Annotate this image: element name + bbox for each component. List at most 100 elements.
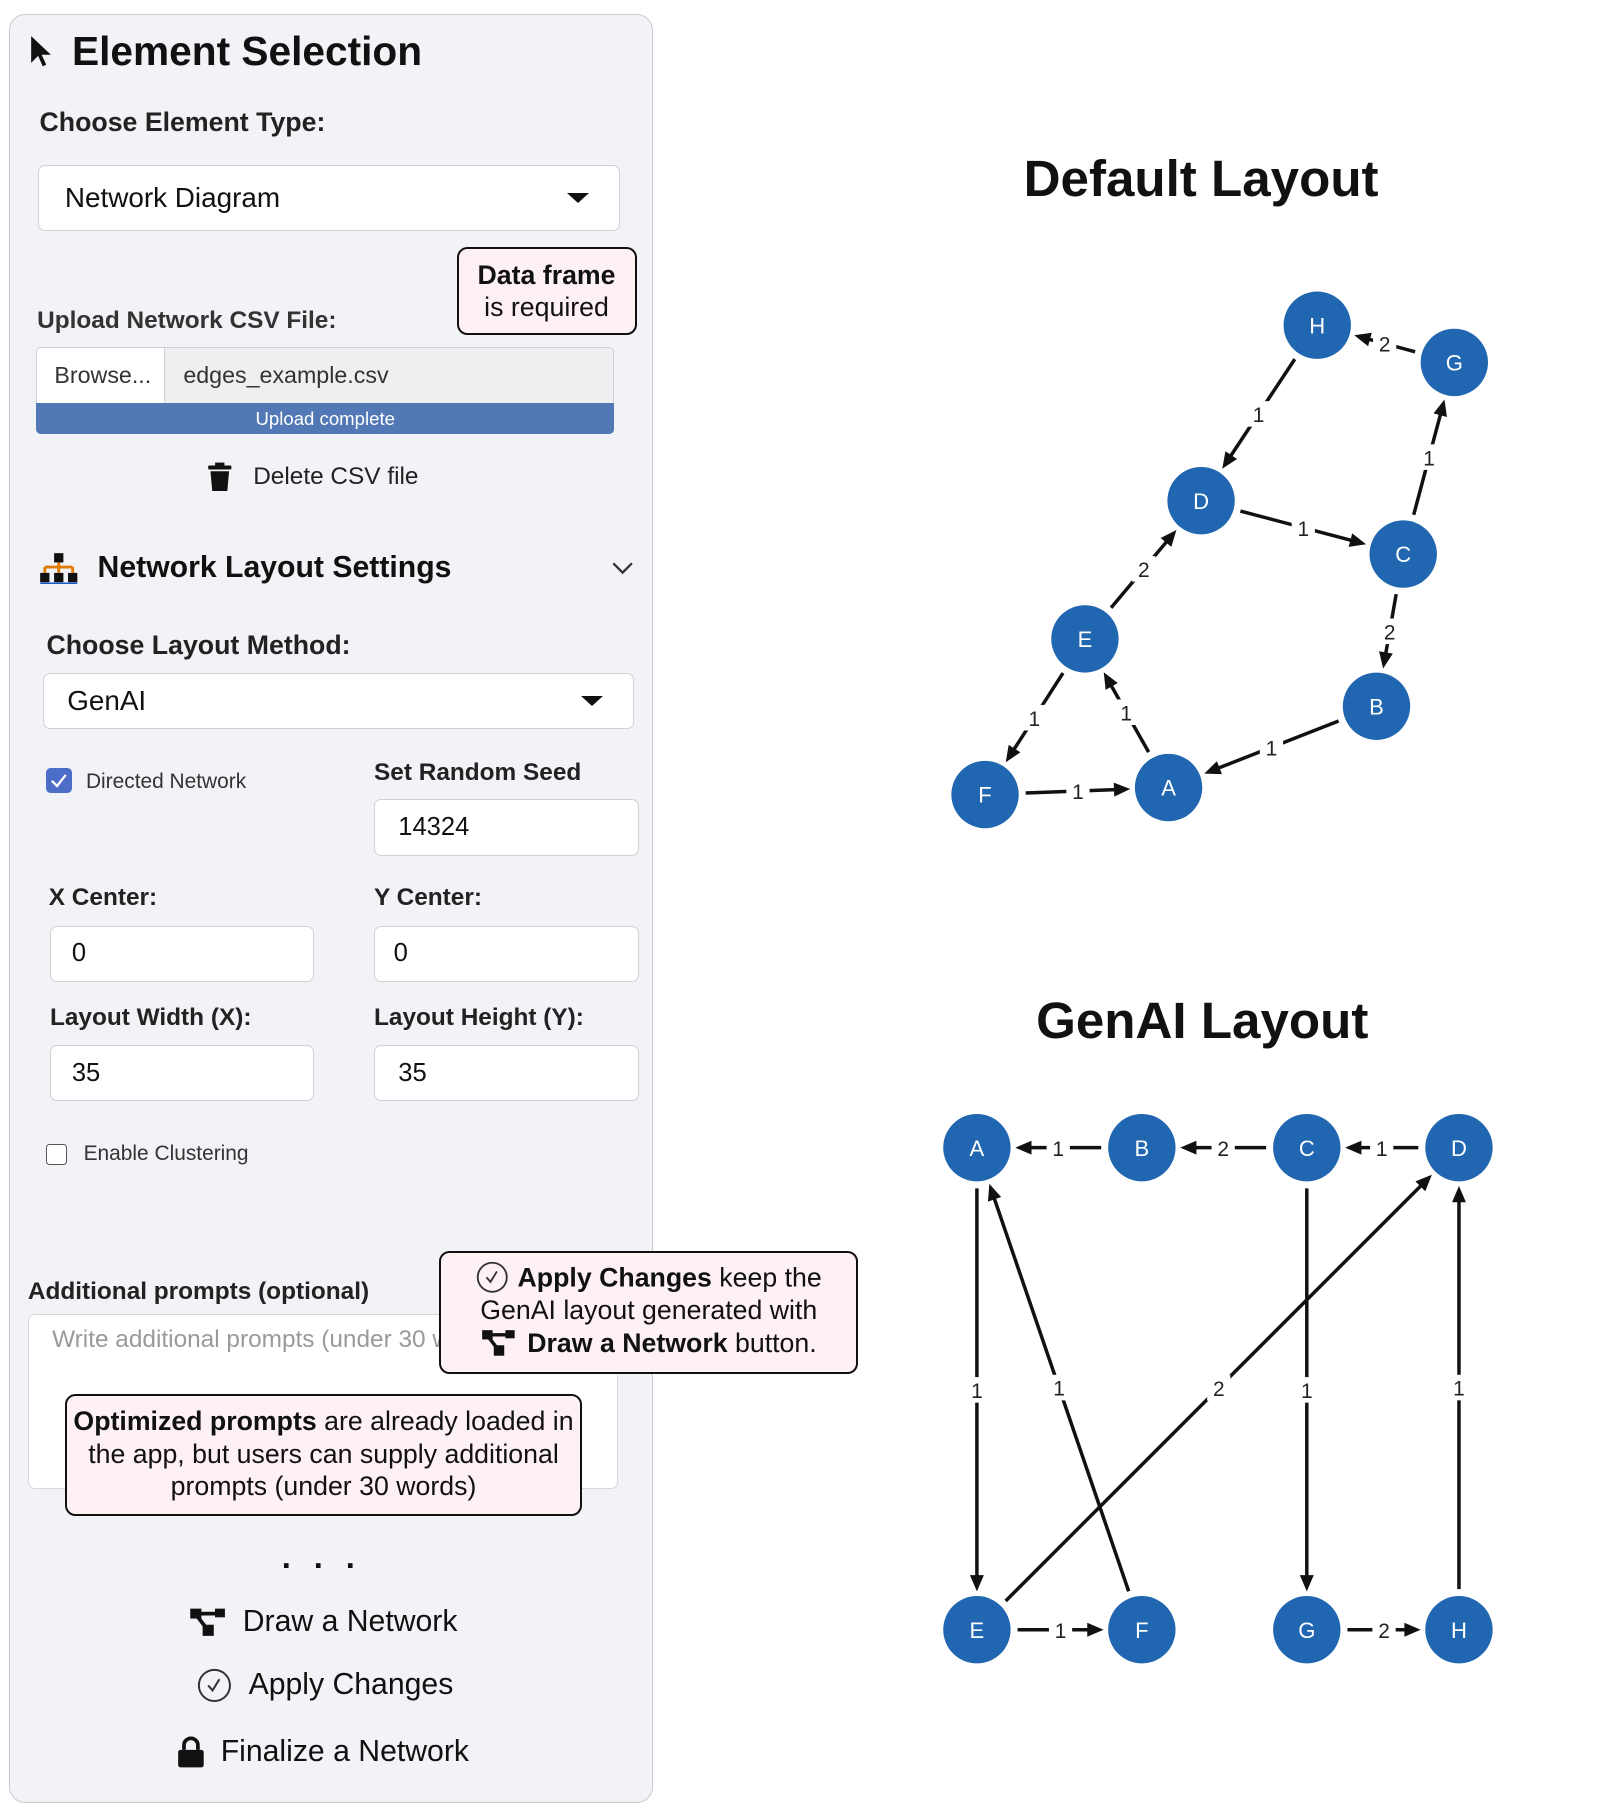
layout-height-input[interactable]: 35	[374, 1045, 639, 1102]
layout-width-input[interactable]: 35	[49, 1045, 314, 1102]
arrowhead-icon	[1354, 332, 1372, 347]
genai-node-H[interactable]: H	[1425, 1596, 1493, 1664]
prompts-label: Additional prompts (optional)	[27, 1277, 370, 1305]
node-label: A	[970, 1136, 985, 1161]
finalize-network-button[interactable]: Finalize a Network	[177, 1735, 469, 1769]
edge-label-bg	[1022, 704, 1046, 731]
node-label: G	[1298, 1618, 1315, 1643]
arrowhead-icon	[1452, 1185, 1466, 1203]
edge-weight-label: 1	[1301, 1380, 1313, 1403]
default-node-G[interactable]: G	[1420, 328, 1489, 397]
node-label: E	[1078, 627, 1093, 652]
layout-settings-title: Network Layout Settings	[97, 551, 452, 584]
arrowhead-icon	[1005, 744, 1021, 763]
genai-node-B[interactable]: B	[1108, 1113, 1176, 1182]
default-node-D[interactable]: D	[1167, 466, 1235, 535]
edge-label-bg	[1114, 699, 1138, 725]
genai-edge-A-E: 1	[965, 1188, 989, 1592]
upload-progress-bar: Upload complete	[36, 403, 615, 435]
genai-node-G[interactable]: G	[1273, 1596, 1341, 1664]
prompts-tooltip-bold: Optimized prompts	[73, 1406, 317, 1437]
node-label: G	[1446, 351, 1463, 376]
directed-network-checkbox[interactable]	[46, 767, 72, 794]
sitemap-icon	[40, 552, 78, 584]
element-type-label: Choose Element Type:	[39, 106, 326, 137]
browse-button[interactable]: Browse...	[36, 347, 165, 405]
x-center-label: X Center:	[48, 883, 158, 911]
directed-network-label: Directed Network	[85, 770, 247, 794]
default-node-C[interactable]: C	[1369, 520, 1437, 588]
default-layout-title: Default Layout	[1023, 149, 1379, 207]
default-node-H[interactable]: H	[1283, 291, 1351, 359]
edge-weight-label: 1	[1453, 1378, 1465, 1401]
node-circle	[1273, 1113, 1341, 1182]
node-circle	[1134, 753, 1203, 822]
genai-edge-H-D: 1	[1447, 1185, 1471, 1590]
edge-weight-label: 1	[1029, 708, 1041, 731]
default-edge-C-G: 1	[1412, 399, 1447, 516]
node-label: C	[1299, 1136, 1315, 1161]
check-circle-icon	[198, 1668, 232, 1703]
enable-clustering-checkbox[interactable]	[46, 1144, 68, 1166]
tooltip-text-2: GenAI layout generated with	[480, 1295, 818, 1326]
default-node-A[interactable]: A	[1134, 753, 1203, 822]
delete-csv-button[interactable]: Delete CSV file	[207, 462, 418, 492]
element-type-select[interactable]: Network Diagram	[38, 164, 621, 232]
chevron-down-icon[interactable]	[611, 561, 634, 575]
file-name-field[interactable]: edges_example.csv	[163, 347, 615, 405]
panel-title: Element Selection	[72, 27, 423, 74]
genai-edge-E-F: 1	[1017, 1616, 1104, 1643]
genai-node-A[interactable]: A	[943, 1113, 1011, 1182]
network-icon	[481, 1329, 515, 1356]
node-circle	[1273, 1596, 1341, 1664]
default-edge-H-D: 1	[1222, 358, 1297, 469]
layout-method-label: Choose Layout Method:	[46, 629, 351, 660]
edge-weight-label: 1	[1297, 518, 1309, 541]
default-node-F[interactable]: F	[951, 760, 1019, 829]
default-edge-E-F: 1	[1005, 672, 1065, 763]
edge-label-bg	[1259, 734, 1284, 761]
arrowhead-icon	[1087, 1622, 1104, 1637]
node-label: H	[1309, 313, 1325, 338]
x-center-input[interactable]: 0	[49, 925, 314, 982]
edge-weight-label: 2	[1384, 621, 1396, 644]
y-center-input[interactable]: 0	[374, 925, 639, 982]
edge-label-bg	[1066, 778, 1090, 804]
seed-input[interactable]: 14324	[374, 799, 639, 857]
genai-node-D[interactable]: D	[1425, 1113, 1493, 1182]
draw-network-button[interactable]: Draw a Network	[189, 1605, 457, 1639]
edge-label-bg	[1211, 1134, 1235, 1161]
genai-node-C[interactable]: C	[1273, 1113, 1341, 1182]
genai-node-E[interactable]: E	[943, 1596, 1011, 1664]
arrowhead-icon	[1180, 1140, 1197, 1155]
default-node-E[interactable]: E	[1051, 605, 1119, 673]
tooltip-text-1: keep the	[711, 1262, 822, 1293]
edge-weight-label: 2	[1138, 559, 1150, 582]
arrowhead-icon	[1379, 651, 1393, 669]
layout-method-select[interactable]: GenAI	[42, 672, 635, 730]
node-label: H	[1451, 1618, 1467, 1643]
layout-settings-header[interactable]: Network Layout Settings	[39, 548, 634, 587]
node-label: A	[1161, 776, 1176, 801]
arrowhead-icon	[1113, 782, 1131, 797]
node-circle	[1108, 1113, 1176, 1182]
node-circle	[1283, 291, 1351, 359]
default-node-B[interactable]: B	[1342, 672, 1411, 740]
edge-label-bg	[1295, 1377, 1319, 1403]
apply-changes-label: Apply Changes	[248, 1668, 454, 1702]
edge-weight-label: 1	[971, 1380, 983, 1403]
node-label: B	[1134, 1136, 1149, 1161]
edge-label-bg	[1373, 330, 1397, 357]
edge-label-bg	[1048, 1616, 1073, 1643]
draw-network-label: Draw a Network	[242, 1605, 458, 1639]
arrowhead-icon	[1204, 761, 1222, 775]
edge-label-bg	[1417, 444, 1441, 470]
genai-node-F[interactable]: F	[1108, 1596, 1176, 1664]
apply-changes-button[interactable]: Apply Changes	[197, 1668, 453, 1703]
node-label: B	[1369, 694, 1384, 719]
prompts-tooltip: Optimized prompts are already loaded in …	[65, 1393, 582, 1516]
layout-method-value: GenAI	[67, 685, 147, 717]
node-circle	[951, 760, 1019, 829]
default-edge-C-B: 2	[1378, 593, 1402, 669]
